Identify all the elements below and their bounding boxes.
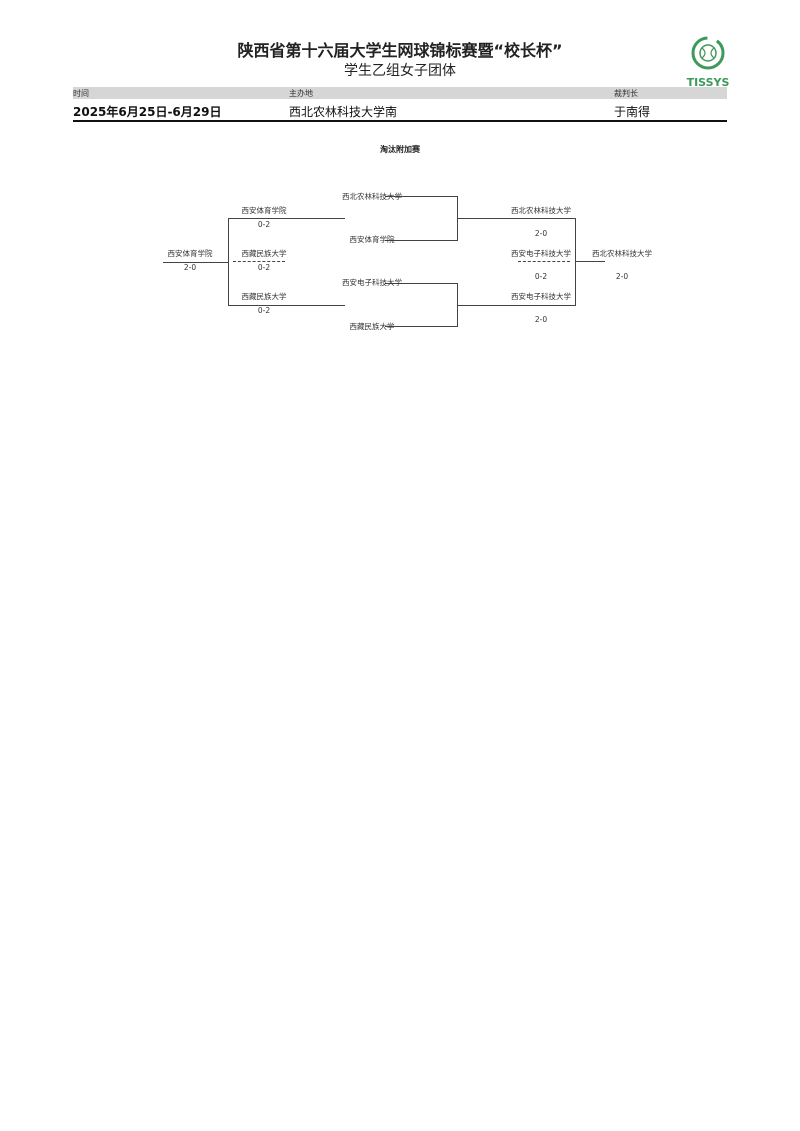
- page-subtitle: 学生乙组女子团体: [344, 63, 456, 79]
- left-semi-team: 西藏民族大学: [241, 292, 287, 301]
- left-final-team: 西安体育学院: [167, 249, 213, 258]
- right-semi-team: 西安电子科技大学: [511, 249, 571, 258]
- tissys-logo: TISSYS: [686, 34, 730, 89]
- bracket-line: [457, 305, 575, 306]
- round-title: 淘汰附加赛: [380, 145, 420, 154]
- time-value: 2025年6月25日-6月29日: [73, 105, 222, 119]
- info-header-bar: [73, 87, 727, 99]
- header-divider: [73, 120, 727, 122]
- bracket-line: [228, 218, 229, 306]
- left-final-score: 2-0: [183, 263, 197, 272]
- quarter-team: 西北农林科技大学: [342, 192, 402, 201]
- bracket-dashed-line: [233, 261, 285, 262]
- left-semi-team: 西安体育学院: [241, 206, 287, 215]
- bracket-line: [385, 240, 457, 241]
- right-semi-score: 2-0: [534, 315, 548, 324]
- venue-label: 主办地: [289, 89, 313, 98]
- bracket-dashed-line: [518, 261, 570, 262]
- bracket-line: [228, 218, 345, 219]
- left-semi-team: 西藏民族大学: [241, 249, 287, 258]
- time-label: 时间: [73, 89, 89, 98]
- tennis-ball-icon: [691, 36, 725, 70]
- logo-text: TISSYS: [686, 76, 730, 89]
- right-semi-team: 西北农林科技大学: [511, 206, 571, 215]
- bracket-line: [457, 218, 575, 219]
- bracket-line: [385, 326, 457, 327]
- venue-value: 西北农林科技大学南: [289, 105, 398, 119]
- quarter-team: 西藏民族大学: [349, 322, 395, 331]
- left-semi-score: 0-2: [257, 263, 271, 272]
- bracket-line: [385, 196, 457, 197]
- bracket-line: [228, 305, 345, 306]
- page-title: 陕西省第十六届大学生网球锦标赛暨“校长杯”: [237, 41, 563, 60]
- bracket-line: [575, 261, 605, 262]
- bracket-line: [163, 262, 228, 263]
- bracket-line: [575, 218, 576, 306]
- referee-value: 于南得: [614, 105, 651, 119]
- left-semi-score: 0-2: [257, 220, 271, 229]
- referee-label: 裁判长: [614, 89, 638, 98]
- bracket-line: [385, 283, 457, 284]
- right-semi-team: 西安电子科技大学: [511, 292, 571, 301]
- right-semi-score: 2-0: [534, 229, 548, 238]
- left-semi-score: 0-2: [257, 306, 271, 315]
- quarter-team: 西安电子科技大学: [342, 278, 402, 287]
- right-semi-score: 0-2: [534, 272, 548, 281]
- right-final-score: 2-0: [615, 272, 629, 281]
- quarter-team: 西安体育学院: [349, 235, 395, 244]
- right-final-team: 西北农林科技大学: [592, 249, 652, 258]
